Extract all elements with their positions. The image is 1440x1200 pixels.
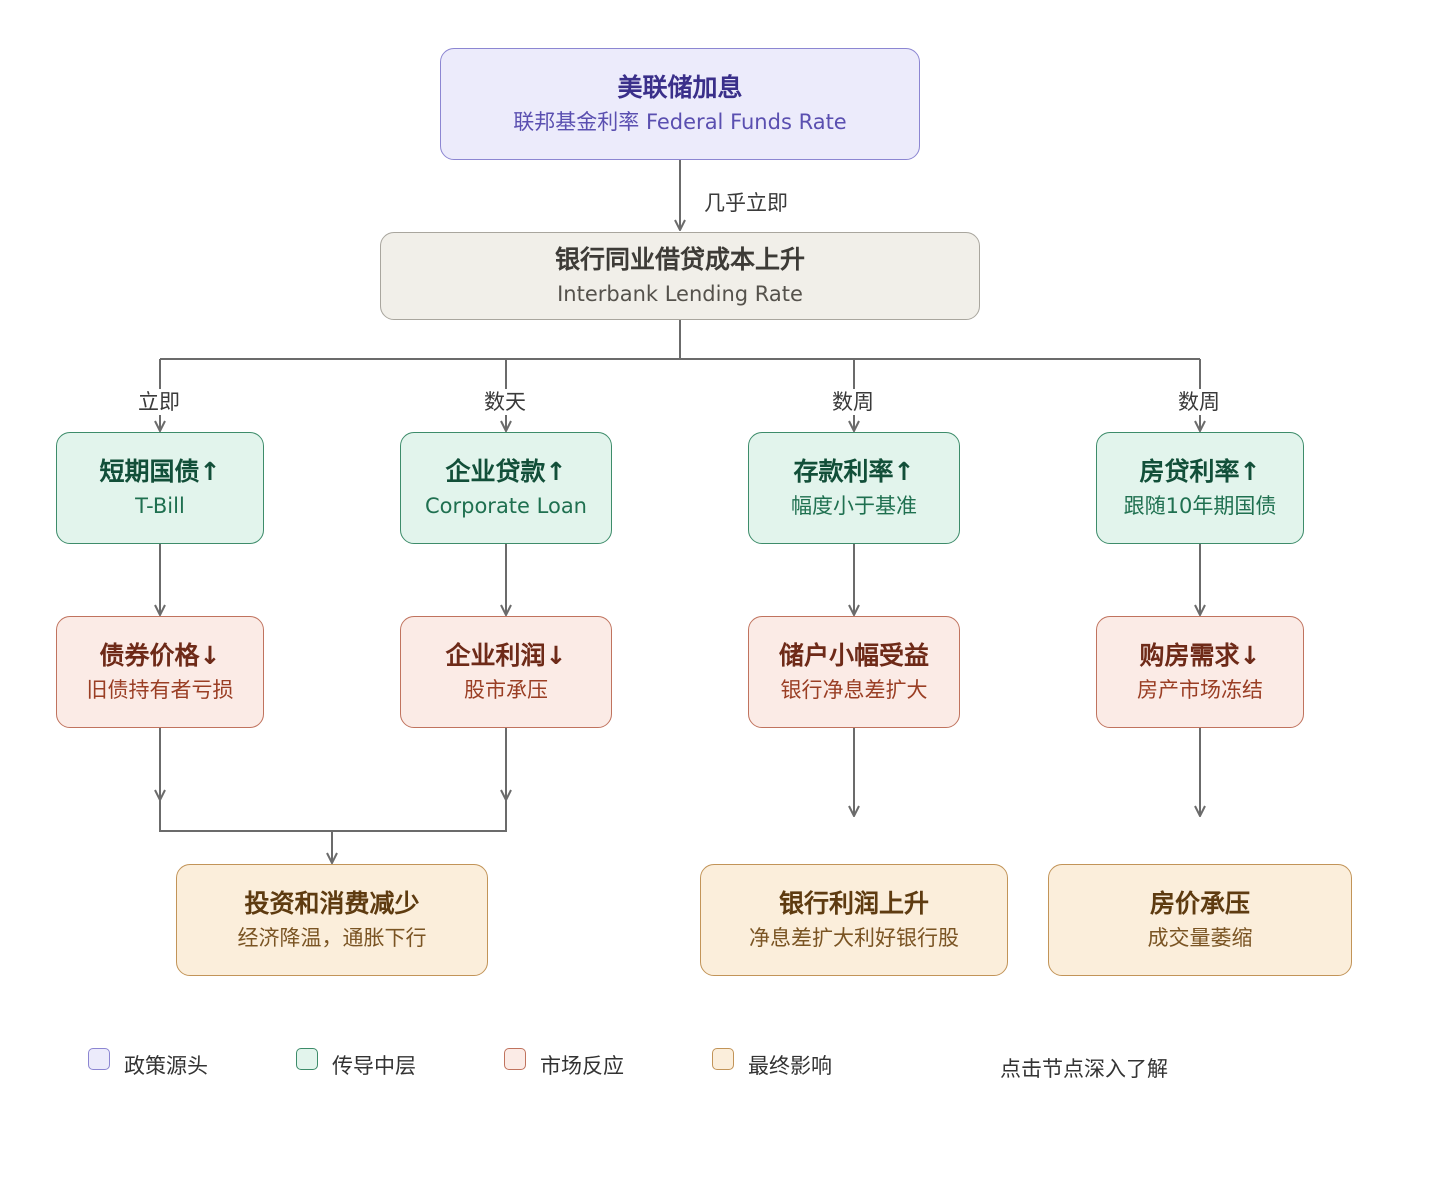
node-subtitle: 经济降温，通胀下行 (237, 926, 427, 950)
legend-impact: 最终影响 (712, 1048, 832, 1080)
node-bank-profit[interactable]: 银行利润上升 净息差扩大利好银行股 (700, 864, 1008, 976)
node-corporate-loan[interactable]: 企业贷款↑ Corporate Loan (400, 432, 612, 544)
node-subtitle: 净息差扩大利好银行股 (749, 926, 959, 950)
node-title: 房贷利率↑ (1139, 457, 1261, 486)
node-subtitle: Corporate Loan (424, 494, 587, 518)
edge-label-loan: 数天 (482, 389, 528, 415)
node-subtitle: 银行净息差扩大 (780, 678, 928, 702)
node-title: 购房需求↓ (1139, 641, 1261, 670)
click-hint: 点击节点深入了解 (1000, 1057, 1168, 1081)
legend-label: 市场反应 (540, 1054, 624, 1078)
node-subtitle: 旧债持有者亏损 (86, 678, 234, 702)
node-saver-benefit[interactable]: 储户小幅受益 银行净息差扩大 (748, 616, 960, 728)
node-title: 债券价格↓ (99, 641, 221, 670)
node-housing-demand[interactable]: 购房需求↓ 房产市场冻结 (1096, 616, 1304, 728)
node-subtitle: 幅度小于基准 (791, 494, 917, 518)
node-subtitle: T-Bill (135, 494, 185, 518)
node-corporate-profit[interactable]: 企业利润↓ 股市承压 (400, 616, 612, 728)
node-subtitle: 跟随10年期国债 (1123, 494, 1277, 518)
node-subtitle: 成交量萎缩 (1147, 926, 1253, 950)
node-title: 银行利润上升 (778, 889, 929, 918)
node-title: 存款利率↑ (793, 457, 915, 486)
legend-market: 市场反应 (504, 1048, 624, 1080)
node-title: 储户小幅受益 (778, 641, 929, 670)
node-fed-rate-hike[interactable]: 美联储加息 联邦基金利率 Federal Funds Rate (440, 48, 920, 160)
node-title: 短期国债↑ (99, 457, 221, 486)
node-mortgage-rate[interactable]: 房贷利率↑ 跟随10年期国债 (1096, 432, 1304, 544)
edge-label-tbill: 立即 (136, 389, 182, 415)
node-subtitle: 联邦基金利率 Federal Funds Rate (513, 110, 847, 134)
node-title: 投资和消费减少 (244, 889, 420, 918)
node-title: 企业利润↓ (445, 641, 567, 670)
legend-conduct: 传导中层 (296, 1048, 416, 1080)
node-subtitle: 房产市场冻结 (1137, 678, 1263, 702)
legend-swatch (296, 1048, 318, 1070)
node-title: 银行同业借贷成本上升 (554, 245, 805, 274)
legend-label: 政策源头 (124, 1054, 208, 1078)
edge-label-mortgage: 数周 (1176, 389, 1222, 415)
edge-label-almost-immediately: 几乎立即 (702, 190, 790, 216)
node-bond-price[interactable]: 债券价格↓ 旧债持有者亏损 (56, 616, 264, 728)
legend-label: 最终影响 (748, 1054, 832, 1078)
node-interbank-rate[interactable]: 银行同业借贷成本上升 Interbank Lending Rate (380, 232, 980, 320)
node-subtitle: Interbank Lending Rate (557, 282, 803, 306)
legend-swatch (504, 1048, 526, 1070)
edge-label-deposit: 数周 (830, 389, 876, 415)
legend-swatch (88, 1048, 110, 1070)
edge-merge-bus (159, 800, 507, 832)
node-title: 美联储加息 (617, 73, 743, 102)
legend-policy: 政策源头 (88, 1048, 208, 1080)
node-subtitle: 股市承压 (464, 678, 548, 702)
node-house-price[interactable]: 房价承压 成交量萎缩 (1048, 864, 1352, 976)
legend-label: 传导中层 (332, 1054, 416, 1078)
node-tbill[interactable]: 短期国债↑ T-Bill (56, 432, 264, 544)
node-title: 企业贷款↑ (445, 457, 567, 486)
node-investment-consumption[interactable]: 投资和消费减少 经济降温，通胀下行 (176, 864, 488, 976)
legend-swatch (712, 1048, 734, 1070)
node-title: 房价承压 (1149, 889, 1250, 918)
node-deposit-rate[interactable]: 存款利率↑ 幅度小于基准 (748, 432, 960, 544)
